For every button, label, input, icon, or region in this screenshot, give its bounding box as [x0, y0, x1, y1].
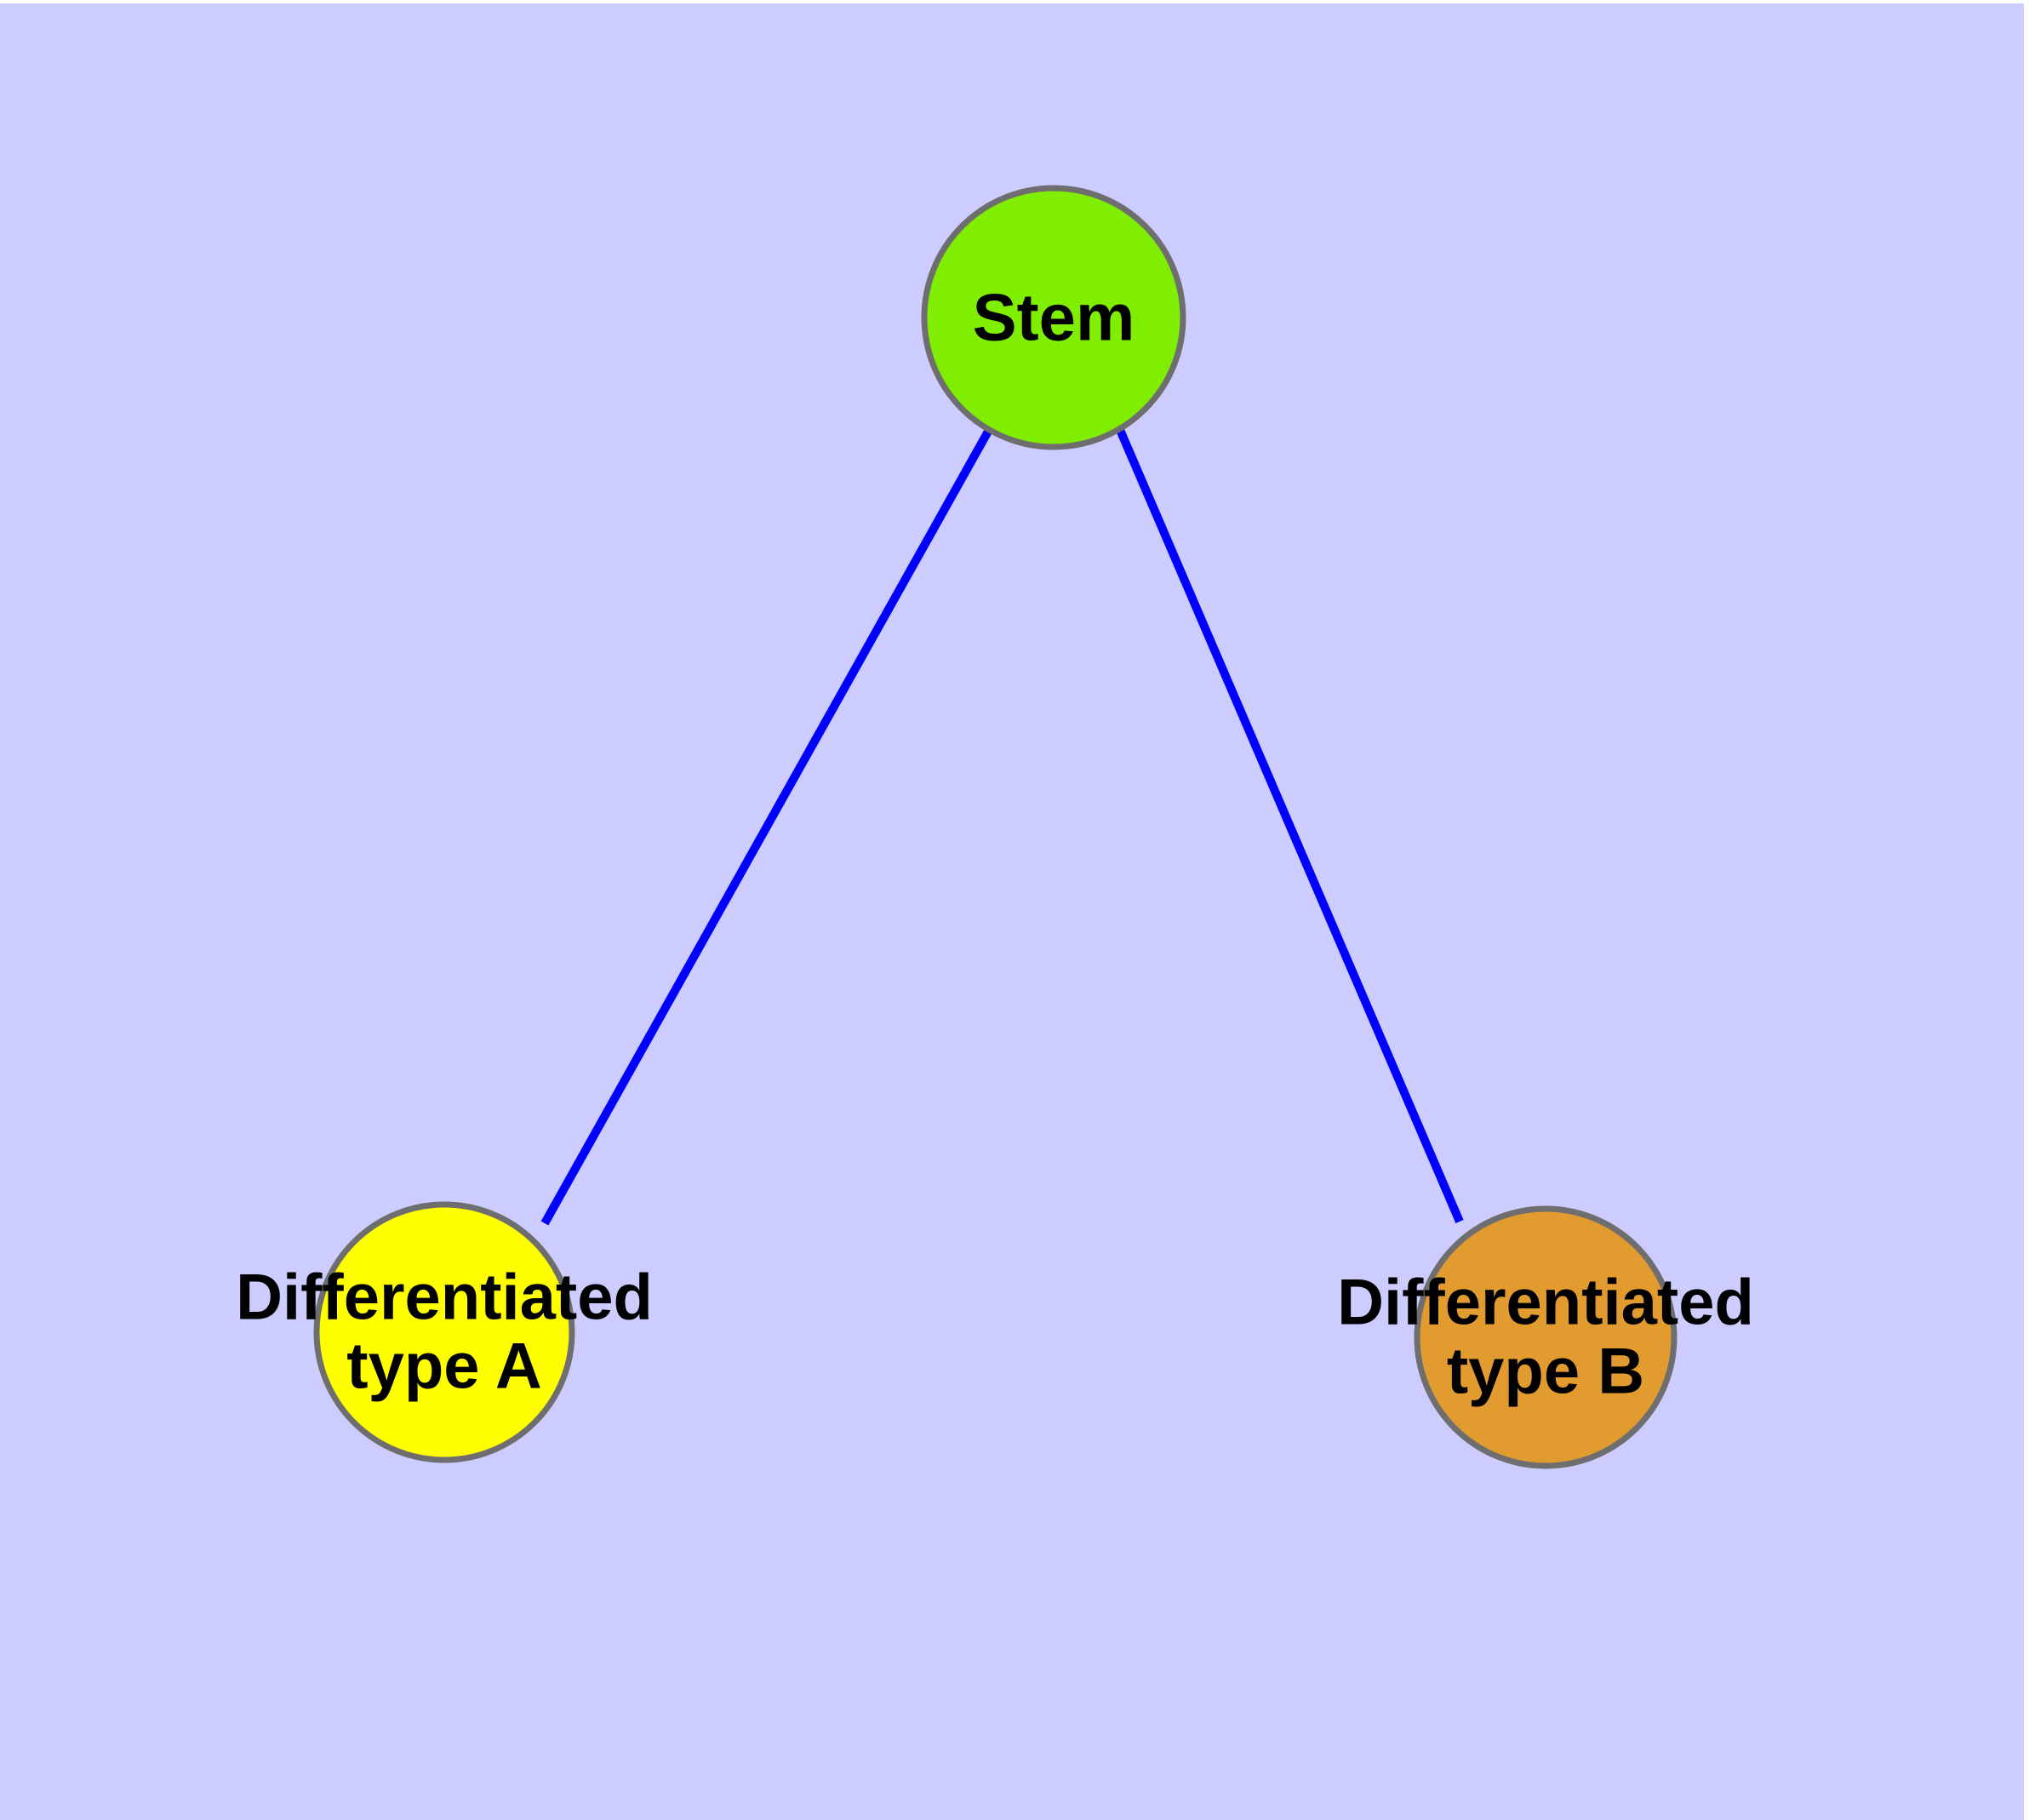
node-layer [313, 185, 1677, 1469]
graph-edge-stem-diff_b[interactable] [1116, 428, 1464, 1223]
graph-node-diff_b[interactable] [1414, 1205, 1677, 1469]
graph-node-stem[interactable] [921, 185, 1186, 450]
graph-svg [313, 185, 1677, 1469]
graph-edge-stem-diff_a[interactable] [540, 427, 993, 1226]
graph-node-diff_a[interactable] [313, 1201, 575, 1463]
edge-layer [540, 427, 1464, 1226]
